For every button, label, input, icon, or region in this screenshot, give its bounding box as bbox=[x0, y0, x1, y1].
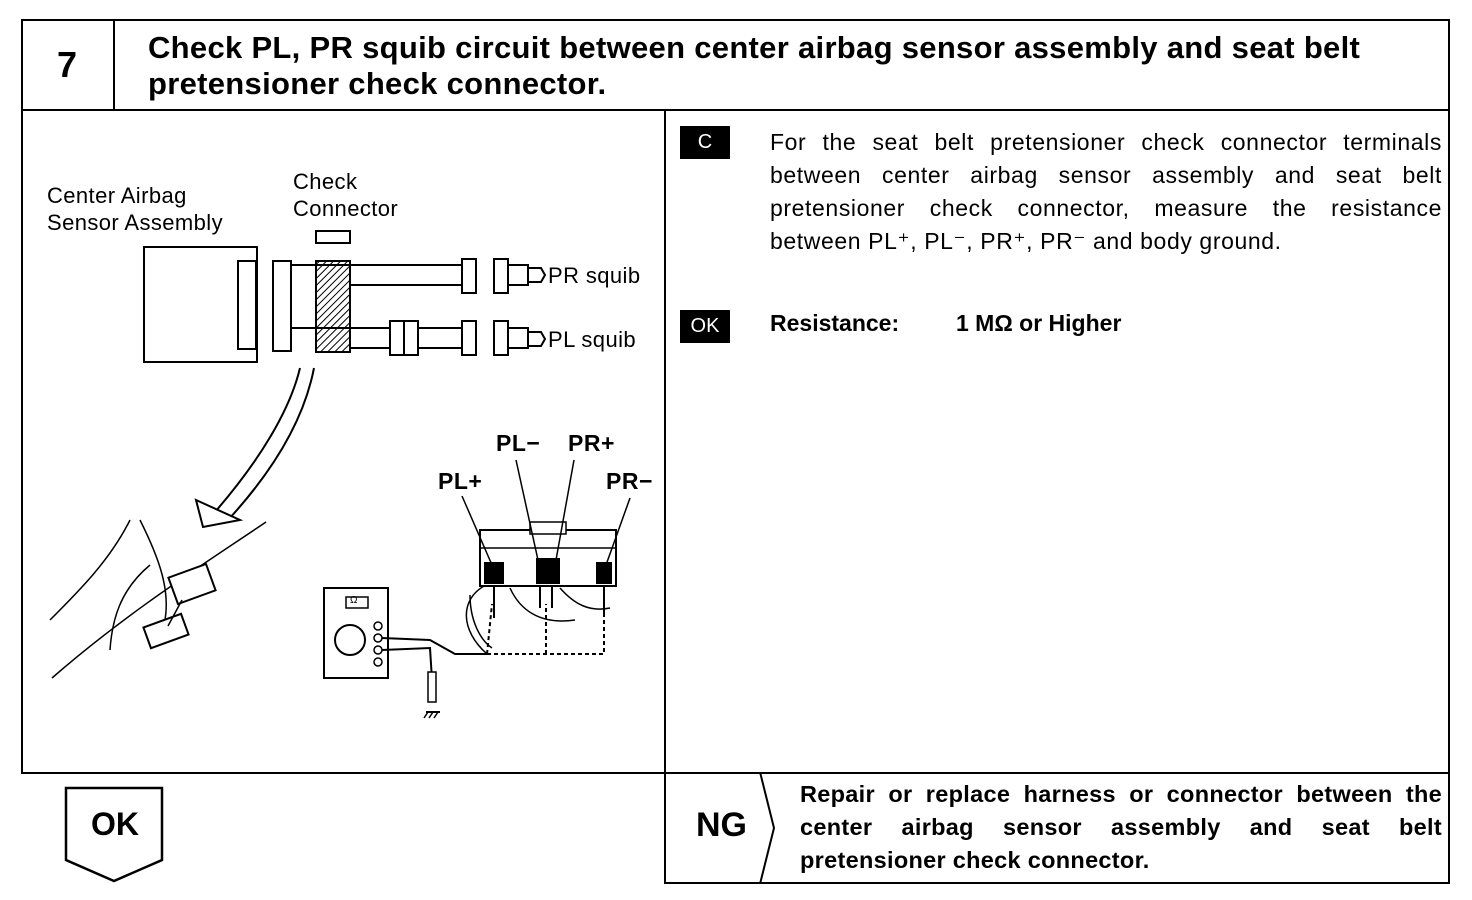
ohm-display: Ω bbox=[350, 595, 358, 606]
pr-squib-label: PR squib bbox=[548, 263, 641, 288]
check-connector-label-1: Check bbox=[293, 169, 358, 194]
multimeter bbox=[323, 587, 389, 679]
ng-result-label: NG bbox=[696, 806, 747, 844]
harness-connector bbox=[272, 260, 292, 352]
check-instruction: For the seat belt pretensioner check con… bbox=[770, 129, 1442, 254]
pl-squib-label: PL squib bbox=[548, 327, 636, 352]
pr-plus-label: PR+ bbox=[568, 430, 615, 456]
pl-plus-label: PL+ bbox=[438, 468, 483, 494]
spec-tag: OK bbox=[680, 310, 730, 343]
step-divider bbox=[113, 19, 115, 111]
check-connector-block bbox=[315, 260, 351, 353]
center-airbag-label-1: Center Airbag bbox=[47, 183, 187, 208]
ng-box-right bbox=[1448, 772, 1450, 884]
ok-result-label: OK bbox=[91, 806, 139, 842]
ok-result-shape bbox=[64, 786, 164, 883]
left-border bbox=[21, 111, 23, 774]
check-connector-label-2: Connector bbox=[293, 196, 399, 221]
step-number: 7 bbox=[56, 44, 78, 85]
check-tag: C bbox=[680, 126, 730, 159]
right-border bbox=[1448, 111, 1450, 774]
step-title: Check PL, PR squib circuit between cente… bbox=[148, 30, 1361, 101]
bottom-rule bbox=[21, 772, 1450, 774]
pr-minus-label: PR− bbox=[606, 468, 653, 494]
step-header bbox=[21, 19, 1450, 111]
ng-result-text: Repair or replace harness or connector b… bbox=[800, 781, 1442, 873]
sensor-connector bbox=[237, 260, 257, 350]
column-divider bbox=[664, 111, 666, 884]
ng-box-bottom bbox=[664, 882, 1450, 884]
check-connector-icon bbox=[315, 230, 351, 244]
circuit-diagram bbox=[49, 230, 631, 719]
resistance-label: Resistance: bbox=[770, 310, 900, 336]
ng-result-shape bbox=[759, 772, 776, 884]
sensor-assembly-box bbox=[143, 246, 258, 363]
pl-minus-label: PL− bbox=[496, 430, 541, 456]
center-airbag-label-2: Sensor Assembly bbox=[47, 210, 223, 235]
resistance-value: 1 MΩ or Higher bbox=[956, 310, 1122, 336]
